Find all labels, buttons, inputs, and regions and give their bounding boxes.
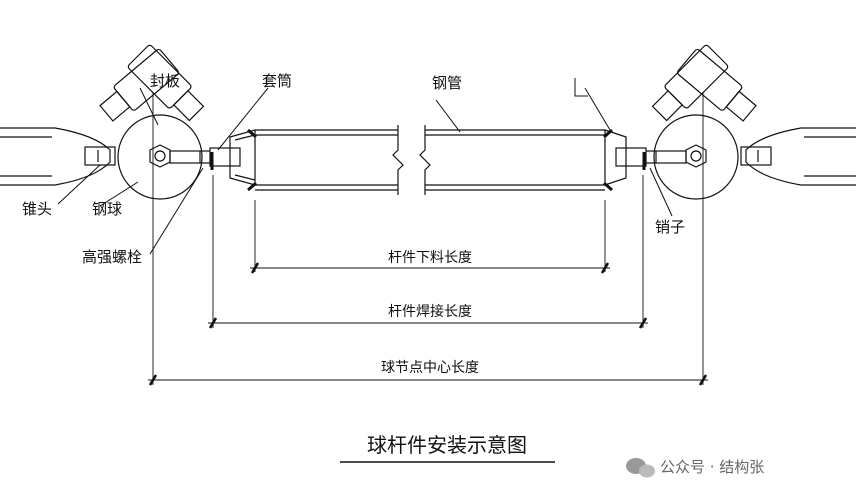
- steel-pipe: [247, 125, 613, 195]
- label-cone-head: 锥头: [22, 200, 52, 218]
- left-sleeve: [209, 147, 241, 167]
- dim-center-length: 球节点中心长度: [381, 360, 479, 376]
- label-end-plate: 封板: [150, 72, 180, 90]
- label-sleeve: 套筒: [262, 72, 292, 90]
- right-node: [604, 44, 856, 200]
- diagram-title: 球杆件安装示意图: [367, 433, 527, 457]
- label-steel-ball: 钢球: [92, 200, 122, 218]
- extension-lines: [152, 92, 704, 385]
- dim-weld-length: 杆件焊接长度: [388, 303, 472, 320]
- label-steel-pipe: 钢管: [432, 74, 462, 92]
- wechat-icon: [626, 458, 655, 478]
- left-node: [0, 44, 256, 200]
- dimension-lines: [148, 262, 708, 386]
- watermark-text: 公众号 · 结构张: [660, 458, 764, 476]
- label-hs-bolt: 高强螺栓: [82, 248, 142, 266]
- leader-lines: [57, 78, 673, 255]
- left-steel-ball: [117, 114, 203, 200]
- dim-cut-length: 杆件下料长度: [388, 250, 472, 266]
- label-pin: 销子: [655, 218, 685, 236]
